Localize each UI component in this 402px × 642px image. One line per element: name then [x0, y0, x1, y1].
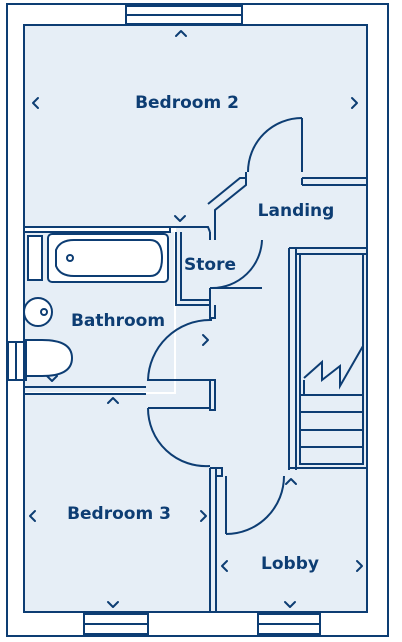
- chevron-left-icon: [221, 560, 228, 572]
- chevron-down-icon: [46, 375, 58, 382]
- chevron-down-icon: [284, 601, 296, 608]
- lobby-door: [225, 475, 285, 535]
- chevron-up-icon: [175, 30, 187, 37]
- chevron-right-icon: [202, 334, 209, 346]
- staircase: [299, 254, 364, 465]
- store-door: [210, 239, 263, 290]
- room-label-lobby: Lobby: [261, 554, 319, 574]
- room-label-store: Store: [184, 255, 236, 275]
- chevron-down-icon: [174, 215, 186, 222]
- chevron-right-icon: [356, 560, 363, 572]
- basin: [23, 297, 53, 327]
- chevron-up-icon: [285, 478, 297, 485]
- chevron-left-icon: [32, 97, 39, 109]
- lobby-floor: [214, 468, 367, 612]
- windows: [7, 5, 321, 635]
- chevron-left-icon: [29, 510, 36, 522]
- toilet: [25, 339, 74, 377]
- dimension-markers: [29, 30, 363, 608]
- stair-floor: [294, 248, 367, 468]
- chevron-right-icon: [351, 97, 358, 109]
- room-label-bedroom-3: Bedroom 3: [67, 504, 171, 524]
- bathroom-fittings: [7, 233, 169, 381]
- chevron-up-icon: [107, 397, 119, 404]
- outer-wall: [6, 3, 389, 637]
- room-label-bedroom-2: Bedroom 2: [135, 93, 239, 113]
- doors: [146, 117, 303, 535]
- bedroom-3-door: [146, 407, 211, 468]
- room-label-bathroom: Bathroom: [71, 311, 165, 331]
- chevron-down-icon: [107, 601, 119, 608]
- bedroom-2-door: [247, 117, 303, 173]
- bathroom-door: [146, 319, 212, 381]
- chevron-right-icon: [200, 510, 207, 522]
- bath-panel: [27, 235, 43, 281]
- room-label-landing: Landing: [258, 201, 335, 221]
